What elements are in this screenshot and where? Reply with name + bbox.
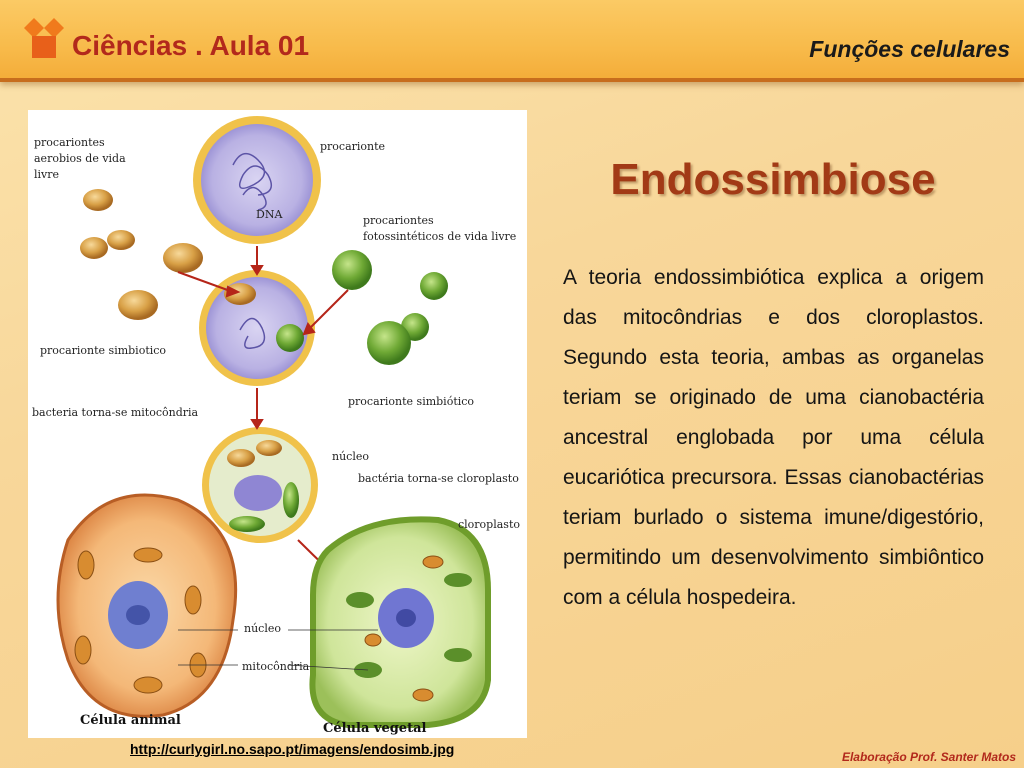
photosynthetic-bacteria-group	[332, 250, 448, 365]
label-procarionte-simbiotico-right: procarionte simbiótico	[348, 395, 474, 408]
animal-cell	[56, 493, 238, 718]
label-mitocondria: mitocôndria	[242, 660, 310, 673]
symbiotic-cell	[199, 270, 315, 386]
body-paragraph: A teoria endossimbiótica explica a orige…	[563, 266, 984, 609]
aerobic-bacteria-group	[80, 189, 203, 320]
leader-lines	[178, 629, 378, 671]
section-title: Funções celulares	[809, 36, 1010, 62]
slide-title: Endossimbiose	[610, 155, 936, 204]
source-link[interactable]: http://curlygirl.no.sapo.pt/imagens/endo…	[130, 741, 455, 757]
caption-celula-vegetal: Célula vegetal	[323, 721, 427, 736]
course-title: Ciências . Aula 01	[72, 30, 310, 61]
slide-header: Ciências . Aula 01 Funções celulares	[0, 0, 1024, 82]
label-fotossinteticos-2: fotossintéticos de vida livre	[363, 230, 516, 243]
label-cloroplasto: cloroplasto	[458, 518, 520, 531]
label-procariontes-aerobios-1: procariontes	[34, 136, 105, 149]
plant-cell	[309, 516, 491, 728]
endosymbiosis-diagram: procariontes aerobios de vida livre proc…	[28, 110, 527, 738]
eukaryote-cell	[202, 427, 318, 543]
footer-credit: Elaboração Prof. Santer Matos	[841, 750, 1016, 764]
label-bacteria-cloroplasto: bactéria torna-se cloroplasto	[358, 472, 519, 485]
procarionte-cell	[193, 116, 321, 244]
label-procarionte: procarionte	[320, 140, 385, 153]
label-nucleo-bottom: núcleo	[244, 622, 281, 635]
label-procariontes-aerobios-2: aerobios de vida	[34, 152, 126, 165]
label-procarionte-simbiotico-left: procarionte simbiotico	[40, 344, 166, 357]
caption-celula-animal: Célula animal	[80, 713, 181, 728]
label-fotossinteticos-1: procariontes	[363, 214, 434, 227]
label-dna: DNA	[256, 208, 283, 221]
label-nucleo-top: núcleo	[332, 450, 369, 463]
label-procariontes-aerobios-3: livre	[34, 168, 59, 181]
orange-house-logo-icon	[24, 18, 64, 58]
label-bacteria-mitocondria: bacteria torna-se mitocôndria	[32, 406, 199, 419]
